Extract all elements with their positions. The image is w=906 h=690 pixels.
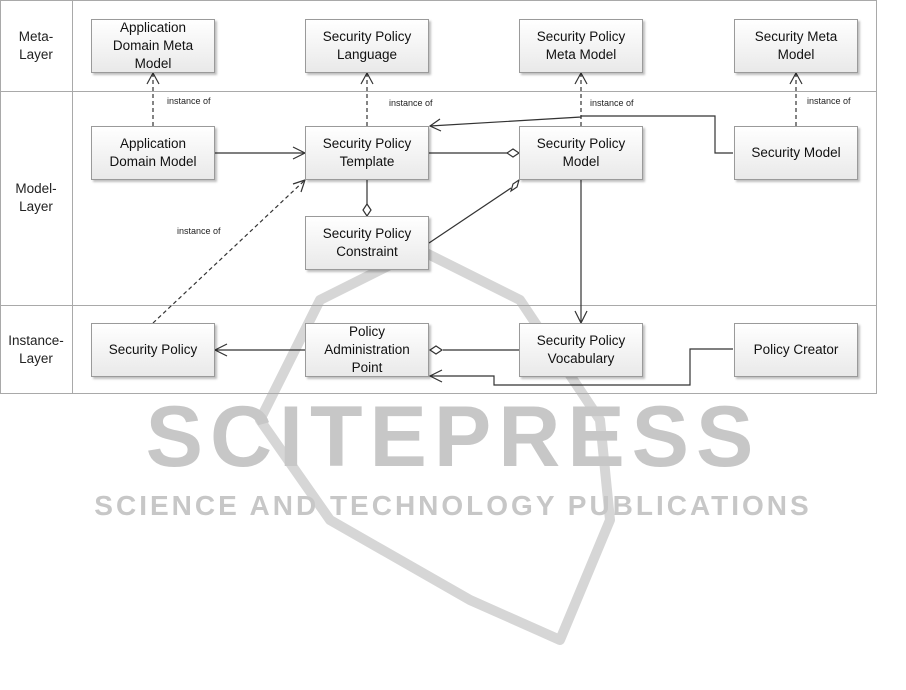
meta-layer-label: Meta- Layer xyxy=(18,29,54,62)
policy-creator-box: Policy Creator xyxy=(734,323,858,377)
instance-of-label-5: instance of xyxy=(177,226,221,236)
instance-of-arrow-5 xyxy=(152,179,306,324)
watermark-subtitle: SCIENCE AND TECHNOLOGY PUBLICATIONS xyxy=(94,490,812,521)
aggregation-model-constraint xyxy=(428,187,512,244)
security-meta-model-box: Security Meta Model xyxy=(734,19,858,73)
sp-template-box: Security Policy Template xyxy=(305,126,429,180)
sp-vocabulary-box: Security Policy Vocabulary xyxy=(519,323,643,377)
sp-constraint-box: Security Policy Constraint xyxy=(305,216,429,270)
sp-model-box: Security Policy Model xyxy=(519,126,643,180)
app-domain-model-box: Application Domain Model xyxy=(91,126,215,180)
sp-meta-model-box: Security Policy Meta Model xyxy=(519,19,643,73)
security-model-box: Security Model xyxy=(734,126,858,180)
instance-layer-label: Instance- Layer xyxy=(8,333,64,366)
app-domain-meta-model-box: Application Domain Meta Model xyxy=(91,19,215,73)
instance-of-label-4: instance of xyxy=(807,96,851,106)
model-layer-label: Model- Layer xyxy=(15,181,57,214)
instance-of-label-2: instance of xyxy=(389,98,433,108)
sp-language-box: Security Policy Language xyxy=(305,19,429,73)
layer-frame xyxy=(0,0,877,394)
pap-box: Policy Administration Point xyxy=(305,323,429,377)
arrow-security-model-to-template xyxy=(429,115,733,154)
security-policy-box: Security Policy xyxy=(91,323,215,377)
instance-of-label-1: instance of xyxy=(167,96,211,106)
watermark-title: SCITEPRESS xyxy=(145,389,761,485)
arrow-creator-to-pap xyxy=(430,348,733,386)
instance-of-label-3: instance of xyxy=(590,98,634,108)
